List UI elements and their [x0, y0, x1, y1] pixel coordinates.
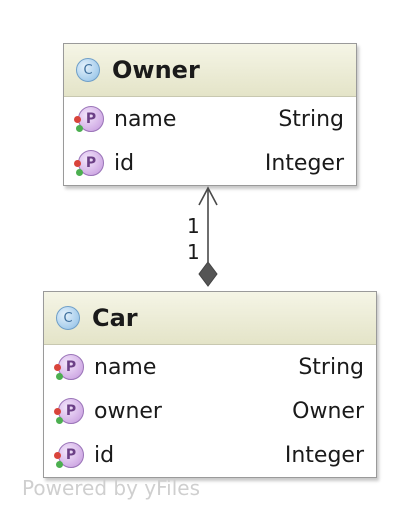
property-icon: P: [54, 352, 84, 382]
class-name: Owner: [112, 56, 200, 84]
property-type: String: [278, 106, 344, 132]
green-dot-icon: [76, 169, 83, 176]
class-owner[interactable]: C Owner P name String P id Integer: [63, 43, 357, 186]
property-type: Owner: [292, 398, 364, 424]
property-row[interactable]: P id Integer: [64, 141, 356, 185]
property-type: Integer: [284, 442, 364, 468]
property-row[interactable]: P name String: [44, 345, 376, 389]
property-name: id: [114, 150, 135, 176]
property-row[interactable]: P owner Owner: [44, 389, 376, 433]
red-dot-icon: [54, 408, 61, 415]
property-type: Integer: [264, 150, 344, 176]
red-dot-icon: [74, 116, 81, 123]
green-dot-icon: [76, 125, 83, 132]
class-header: C Owner: [64, 44, 356, 97]
green-dot-icon: [56, 417, 63, 424]
property-icon: P: [54, 440, 84, 470]
red-dot-icon: [54, 452, 61, 459]
open-arrow-icon: [198, 186, 218, 206]
red-dot-icon: [54, 364, 61, 371]
property-name: owner: [94, 398, 162, 424]
class-car[interactable]: C Car P name String P owner Owner P id I…: [43, 291, 377, 478]
property-type: String: [298, 354, 364, 380]
property-name: name: [114, 106, 177, 132]
green-dot-icon: [56, 373, 63, 380]
watermark: Powered by yFiles: [22, 476, 200, 500]
multiplicity-top: 1: [187, 214, 200, 238]
property-name: id: [94, 442, 115, 468]
property-icon: P: [54, 396, 84, 426]
property-icon: P: [74, 148, 104, 178]
property-icon: P: [74, 104, 104, 134]
class-header: C Car: [44, 292, 376, 345]
class-icon: C: [76, 58, 100, 82]
green-dot-icon: [56, 461, 63, 468]
multiplicity-bottom: 1: [187, 240, 200, 264]
composition-diamond-icon: [198, 261, 218, 287]
red-dot-icon: [74, 160, 81, 167]
property-name: name: [94, 354, 157, 380]
property-row[interactable]: P id Integer: [44, 433, 376, 477]
property-row[interactable]: P name String: [64, 97, 356, 141]
class-name: Car: [92, 304, 138, 332]
class-icon: C: [56, 306, 80, 330]
